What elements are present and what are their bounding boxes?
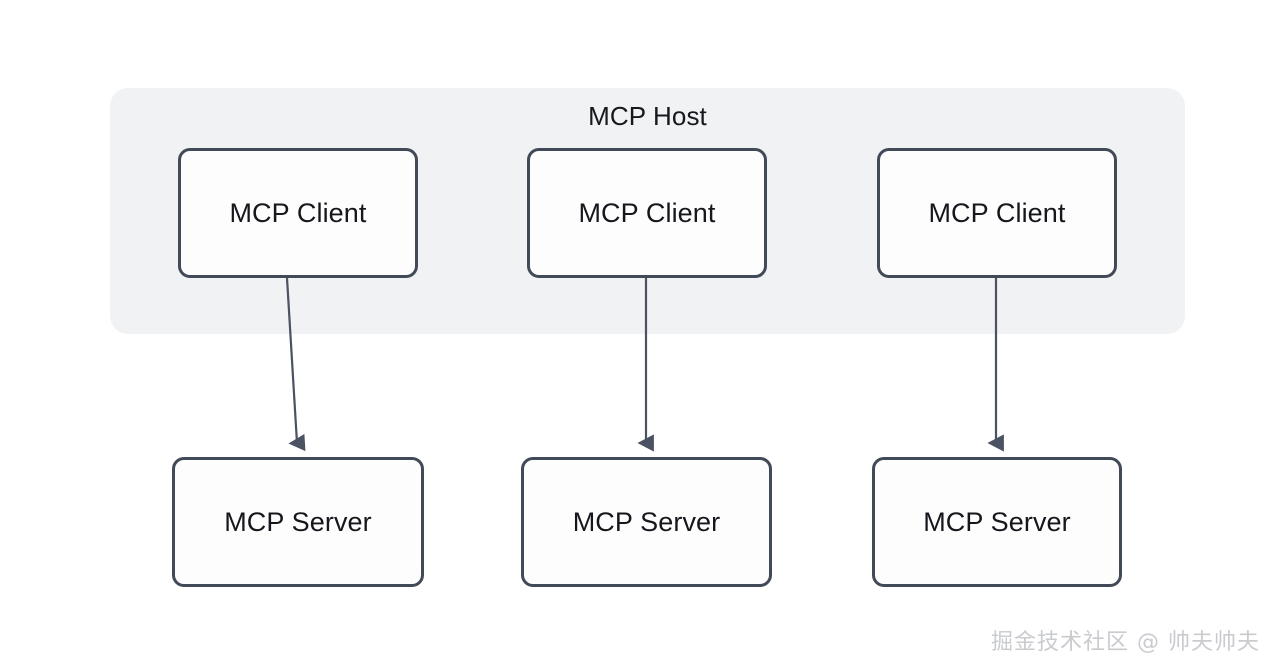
mcp-server-node-1: MCP Server [172, 457, 424, 587]
mcp-client-node-1: MCP Client [178, 148, 418, 278]
mcp-client-node-3: MCP Client [877, 148, 1117, 278]
mcp-client-label-2: MCP Client [578, 198, 716, 228]
mcp-host-title: MCP Host [588, 101, 707, 131]
mcp-client-node-2: MCP Client [527, 148, 767, 278]
mcp-client-label-3: MCP Client [928, 198, 1066, 228]
watermark-text: 掘金技术社区 @ 帅夫帅夫 [991, 630, 1260, 655]
mcp-server-node-3: MCP Server [872, 457, 1122, 587]
mcp-client-label-1: MCP Client [229, 198, 367, 228]
mcp-server-label-3: MCP Server [923, 507, 1071, 537]
mcp-server-label-2: MCP Server [572, 507, 721, 537]
mcp-server-node-2: MCP Server [521, 457, 772, 587]
mcp-server-label-1: MCP Server [224, 507, 372, 537]
